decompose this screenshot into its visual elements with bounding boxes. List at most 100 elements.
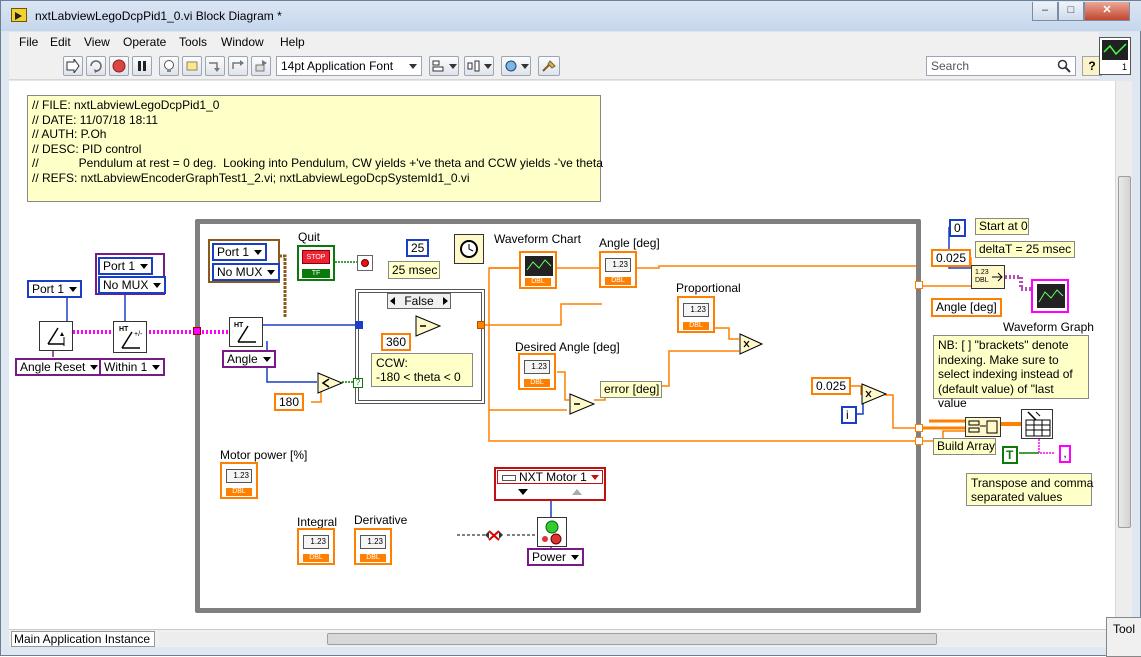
loop-port-mux-cluster[interactable]: Port 1 No MUX [208, 239, 281, 283]
run-continuously-button[interactable] [86, 56, 106, 76]
start-comment[interactable]: Start at 0 [975, 218, 1029, 235]
loop-condition-terminal[interactable] [357, 255, 373, 271]
angle-reset-vi[interactable] [39, 321, 73, 351]
quit-button[interactable]: STOP TF [297, 245, 335, 281]
maximize-button[interactable]: □ [1058, 2, 1084, 21]
chevron-down-icon[interactable] [518, 489, 528, 495]
angle-ring[interactable]: Angle [222, 350, 276, 368]
chevron-up-icon[interactable] [572, 489, 582, 495]
step-over-button[interactable] [228, 56, 248, 76]
search-icon[interactable] [1057, 59, 1071, 73]
vertical-scrollbar[interactable] [1115, 81, 1132, 629]
deltat-comment[interactable]: deltaT = 25 msec [975, 241, 1075, 258]
distribute-objects-button[interactable] [464, 56, 494, 76]
wait-comment[interactable]: 25 msec [388, 261, 440, 279]
angle-deg-label: Angle [deg] [599, 236, 660, 250]
menu-help[interactable]: Help [280, 35, 305, 49]
build-array-function[interactable] [965, 417, 1001, 437]
loop-port-ring[interactable]: Port 1 [212, 243, 268, 261]
less-than-function[interactable] [317, 372, 343, 394]
iteration-terminal[interactable]: i [841, 406, 857, 424]
const-360[interactable]: 360 [381, 333, 412, 351]
wait-ms-function[interactable] [454, 234, 484, 264]
motor-ring[interactable]: NXT Motor 1 [497, 470, 603, 484]
waveform-graph-terminal[interactable] [1031, 279, 1069, 313]
run-button[interactable] [63, 56, 83, 76]
chevron-down-icon [267, 270, 276, 276]
write-spreadsheet-vi[interactable] [1021, 409, 1053, 439]
mux-ring[interactable]: No MUX [98, 276, 167, 294]
error-subtract-function[interactable] [569, 393, 595, 415]
while-loop[interactable] [195, 219, 921, 613]
chevron-right-icon[interactable] [443, 297, 448, 305]
case-selector[interactable]: False [387, 293, 451, 309]
power-ring[interactable]: Power [527, 548, 585, 566]
loop-tunnel [915, 281, 923, 289]
waveform-chart-terminal[interactable]: DBL [519, 251, 557, 289]
pause-button[interactable] [132, 56, 152, 76]
abort-button[interactable] [109, 56, 129, 76]
font-selector[interactable]: 14pt Application Font [276, 56, 422, 76]
within-ring[interactable]: Within 1 [99, 358, 166, 376]
motor-on-vi[interactable] [537, 517, 567, 547]
menu-view[interactable]: View [84, 35, 110, 49]
horizontal-scrollbar[interactable] [159, 632, 1111, 646]
port-mux-cluster[interactable]: Port 1 No MUX [95, 253, 167, 295]
menu-operate[interactable]: Operate [123, 35, 167, 49]
ccw-comment[interactable]: CCW:-180 < theta < 0 [371, 353, 473, 387]
time-multiply-function[interactable] [861, 383, 887, 405]
minimize-button[interactable]: – [1032, 2, 1058, 21]
block-diagram-canvas[interactable]: // FILE: nxtLabviewLegoDcpPid1_0// DATE:… [9, 81, 1115, 629]
retain-wire-values-button[interactable] [182, 56, 202, 76]
angle-deg-array-label: Angle [deg] [936, 300, 997, 314]
horizontal-scroll-thumb[interactable] [327, 633, 937, 645]
step-into-button[interactable] [205, 56, 225, 76]
angle-reset-ring[interactable]: Angle Reset [15, 358, 104, 376]
application-instance[interactable]: Main Application Instance [11, 631, 155, 647]
const-dt[interactable]: 0.025 [931, 249, 972, 267]
menu-window[interactable]: Window [221, 35, 264, 49]
menu-file[interactable]: File [19, 35, 39, 49]
angle-deg-array-terminal[interactable]: Angle [deg] [931, 298, 1002, 317]
vertical-scroll-thumb[interactable] [1118, 176, 1131, 528]
build-array-comment[interactable]: Build Array [933, 438, 996, 455]
highlight-execution-button[interactable] [159, 56, 179, 76]
const-180[interactable]: 180 [274, 393, 305, 411]
align-objects-button[interactable] [429, 56, 459, 76]
tools-palette[interactable]: Tool [1106, 617, 1141, 657]
loop-mux-ring[interactable]: No MUX [212, 263, 281, 281]
rotation-sensor-vi[interactable]: HT+/- [113, 321, 147, 353]
port-constant[interactable]: Port 1 [27, 280, 83, 298]
search-input[interactable]: Search [926, 56, 1076, 76]
vi-icon-connector-pane[interactable]: 1 [1099, 37, 1131, 75]
chevron-left-icon[interactable] [390, 297, 395, 305]
case-structure[interactable]: False 360 CCW:-180 < theta < 0 [355, 289, 485, 404]
subtract-function[interactable] [415, 315, 441, 337]
port-ring[interactable]: Port 1 [98, 257, 154, 275]
wait-constant[interactable]: 25 [406, 239, 430, 257]
menu-tools[interactable]: Tools [179, 35, 208, 49]
header-comment[interactable]: // FILE: nxtLabviewLegoDcpPid1_0// DATE:… [27, 95, 603, 202]
const-zero[interactable]: 0 [949, 219, 966, 237]
multiply-function[interactable] [739, 333, 763, 355]
const-dt-loop[interactable]: 0.025 [811, 377, 852, 395]
clean-up-diagram-button[interactable] [538, 56, 560, 76]
menu-edit[interactable]: Edit [50, 35, 71, 49]
read-angle-vi[interactable]: HT [229, 317, 263, 347]
motor-selector[interactable]: NXT Motor 1 [494, 467, 606, 501]
step-out-button[interactable] [251, 56, 271, 76]
comma-constant[interactable]: , [1059, 445, 1071, 463]
close-button[interactable]: ✕ [1084, 2, 1130, 21]
reorder-button[interactable] [501, 56, 531, 76]
error-comment[interactable]: error [deg] [600, 381, 662, 398]
true-constant[interactable]: T [1002, 446, 1018, 464]
